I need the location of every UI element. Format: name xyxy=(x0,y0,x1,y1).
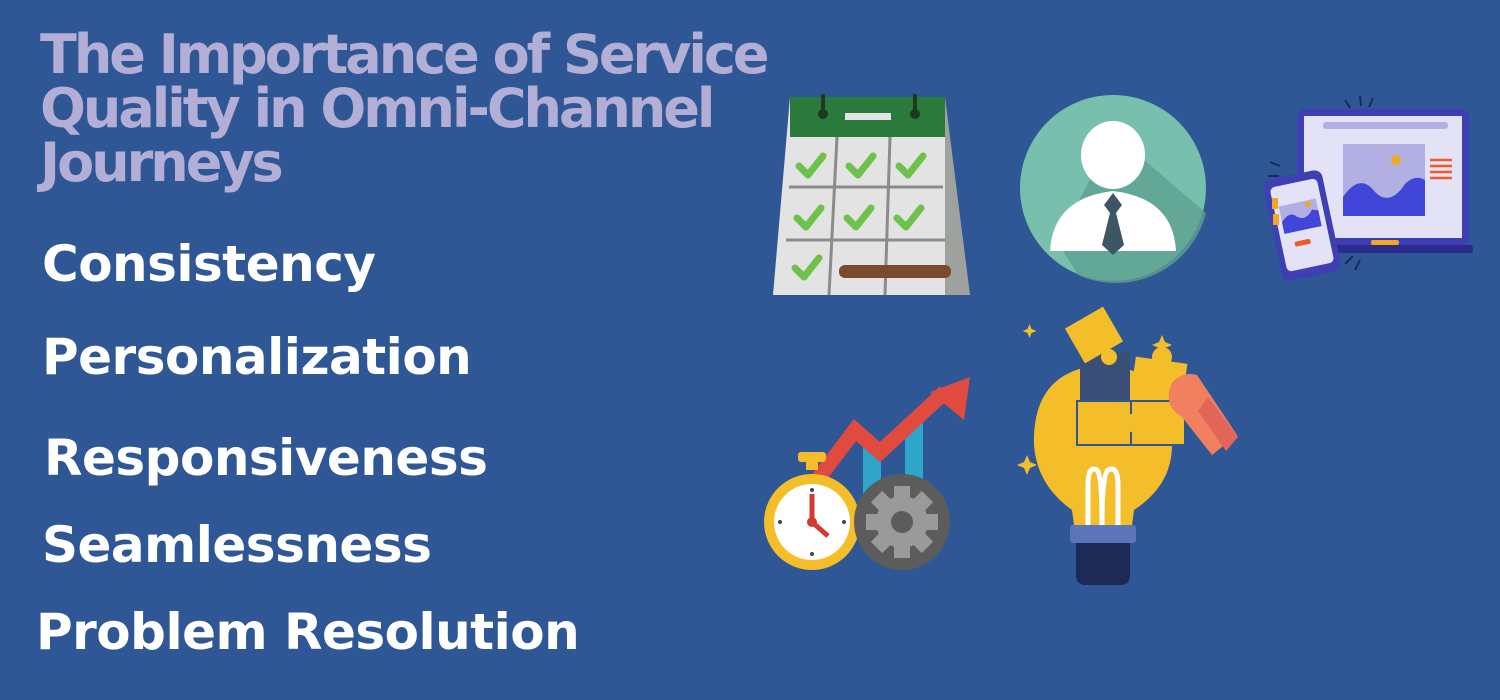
multi-device-icon xyxy=(1265,95,1473,281)
page-title: The Importance of Service Quality in Omn… xyxy=(40,23,769,194)
title-line-2: Quality in Omni-Channel xyxy=(40,77,715,140)
quality-seamlessness: Seamlessness xyxy=(42,516,432,574)
quality-problem-resolution: Problem Resolution xyxy=(36,603,580,661)
quality-consistency: Consistency xyxy=(42,235,376,293)
businessman-avatar-icon xyxy=(1020,95,1206,283)
quality-responsiveness: Responsiveness xyxy=(44,429,488,487)
stopwatch-growth-gear-icon xyxy=(764,377,970,570)
title-line-3: Journeys xyxy=(40,131,284,194)
title-line-1: The Importance of Service xyxy=(40,23,769,86)
quality-personalization: Personalization xyxy=(42,328,472,386)
lightbulb-puzzle-icon xyxy=(1017,306,1238,585)
calendar-checklist-icon xyxy=(773,94,970,296)
